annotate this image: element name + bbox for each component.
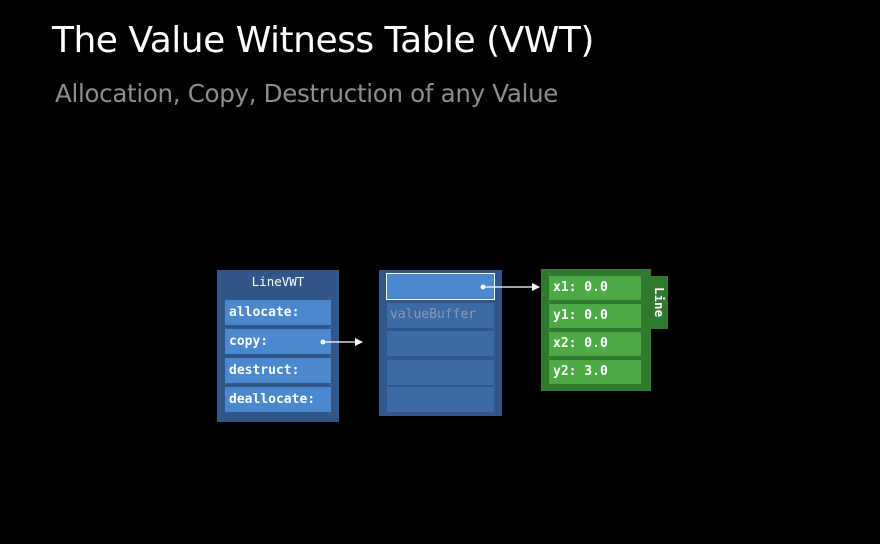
value-buffer-label: valueBuffer [390, 307, 477, 322]
buffer-slot-1 [387, 303, 494, 328]
vwt-entry-copy: copy: [225, 329, 331, 354]
line-field-y2: y2: 3.0 [549, 360, 641, 384]
buffer-slot-4 [387, 387, 494, 412]
slide-title: The Value Witness Table (VWT) [52, 20, 594, 61]
line-type-tab: Line [651, 276, 668, 329]
line-field-y1: y1: 0.0 [549, 304, 641, 328]
vwt-entry-allocate: allocate: [225, 300, 331, 325]
line-field-x1: x1: 0.0 [549, 276, 641, 300]
buffer-slot-3 [387, 360, 494, 385]
value-buffer: valueBuffer [379, 270, 502, 416]
buffer-slot-2 [387, 331, 494, 356]
vwt-entry-destruct: destruct: [225, 358, 331, 383]
buffer-pointer-arrow [480, 283, 540, 291]
copy-pointer-arrow [320, 338, 363, 346]
vwt-table: LineVWT allocate: copy: destruct: deallo… [217, 270, 339, 422]
line-struct: x1: 0.0 y1: 0.0 x2: 0.0 y2: 3.0 [541, 269, 651, 391]
vwt-header: LineVWT [251, 274, 305, 289]
buffer-slot-0 [386, 273, 495, 300]
line-field-x2: x2: 0.0 [549, 332, 641, 356]
vwt-entry-deallocate: deallocate: [225, 387, 331, 412]
line-type-label: Line [652, 287, 667, 318]
slide-subtitle: Allocation, Copy, Destruction of any Val… [55, 79, 559, 108]
